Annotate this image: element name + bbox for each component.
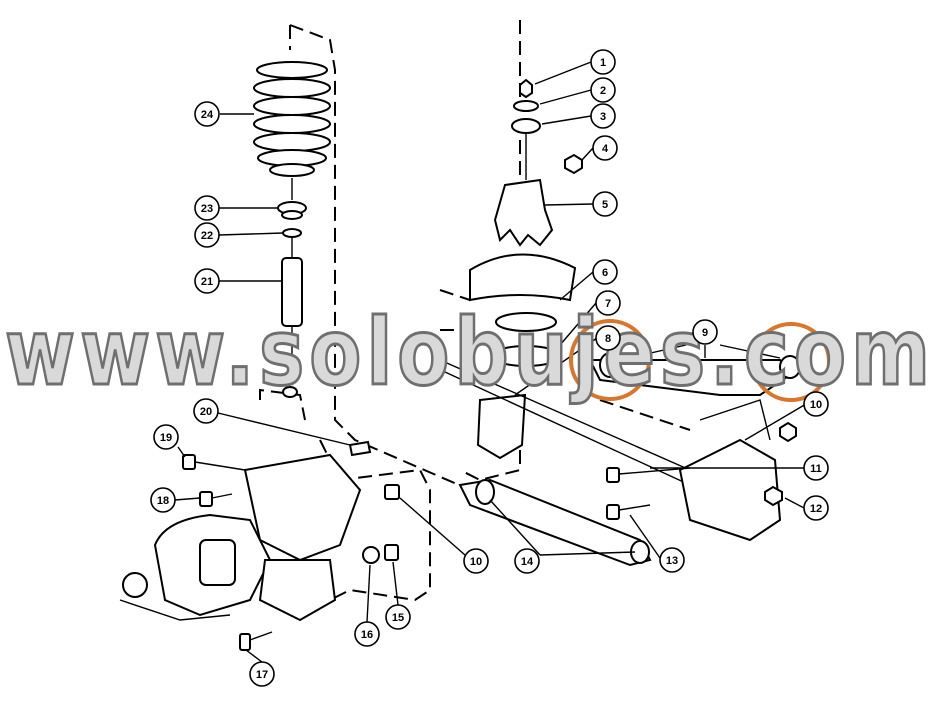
callout-circle [249,661,275,687]
callout-number: 10 [810,399,822,411]
callout-11: 11 [803,455,829,481]
callout-circle [153,424,179,450]
callout-circle [803,391,829,417]
callout-3: 3 [590,103,616,129]
callout-18: 18 [150,487,176,513]
watermark-text: www.solobujes.com [5,299,935,406]
callout-13: 13 [659,547,685,573]
callout-number: 10 [470,556,482,568]
callout-number: 21 [201,276,213,288]
callout-circle [590,49,616,75]
callout-circle [194,195,220,221]
callout-circle [514,548,540,574]
callout-number: 1 [600,57,606,69]
callout-number: 5 [602,199,608,211]
callout-6: 6 [592,259,618,285]
callout-circle [595,325,621,351]
lower-control-arm [458,478,652,567]
track-bar [439,359,691,486]
callout-circle [194,222,220,248]
callout-number: 23 [201,203,213,215]
callout-circle [592,135,618,161]
callout-circle [592,259,618,285]
callout-15: 15 [385,604,411,630]
callout-number: 2 [600,85,606,97]
highlight-circles [569,319,831,402]
callout-23: 23 [194,195,220,221]
dashed-frame-outline [259,20,691,602]
highlight-circle-left-bushing [569,319,651,401]
highlight-circle-right-bushing [751,322,831,402]
callout-circle [803,455,829,481]
callout-circle [194,268,220,294]
callout-circle [590,103,616,129]
callout-number: 15 [392,612,404,624]
callout-number: 12 [810,503,822,515]
frame-bracket [678,399,782,542]
upper-control-arm [588,352,801,396]
callout-22: 22 [194,222,220,248]
axle-housing [119,453,362,622]
callout-5: 5 [592,191,618,217]
callout-9: 9 [692,319,718,345]
callout-circle [193,398,219,424]
callout-number: 11 [810,463,822,475]
callout-8: 8 [595,325,621,351]
callout-circle [595,290,621,316]
fasteners [182,421,797,651]
callout-number: 4 [602,143,609,155]
callout-number: 20 [200,406,212,418]
callout-19: 19 [153,424,179,450]
callout-17: 17 [249,661,275,687]
callout-7: 7 [595,290,621,316]
coil-spring [253,61,331,200]
callout-10: 10 [463,548,489,574]
callout-2: 2 [590,77,616,103]
callout-24: 24 [194,101,220,127]
callout-20: 20 [193,398,219,424]
callout-number: 17 [256,669,268,681]
upper-mount-assembly [469,78,583,460]
shock-absorber [277,201,307,398]
callout-circle [659,547,685,573]
callout-1: 1 [590,49,616,75]
callout-circle [463,548,489,574]
callout-number: 6 [602,267,608,279]
callout-14: 14 [514,548,540,574]
callout-number: 3 [600,111,606,123]
callout-circle [592,191,618,217]
callout-number: 14 [521,556,534,568]
callout-circle [590,77,616,103]
callout-circle [385,604,411,630]
callout-circle [194,101,220,127]
callout-number: 19 [160,432,172,444]
callout-circle [692,319,718,345]
callout-circle [354,621,380,647]
callout-number: 18 [157,495,169,507]
callout-number: 24 [201,109,214,121]
callout-10: 10 [803,391,829,417]
leader-lines [174,61,807,663]
callout-4: 4 [592,135,618,161]
callout-circle [150,487,176,513]
callout-circle [803,495,829,521]
callout-number: 16 [361,629,373,641]
callout-16: 16 [354,621,380,647]
callout-21: 21 [194,268,220,294]
callout-12: 12 [803,495,829,521]
callout-number: 22 [201,230,213,242]
callout-number: 9 [702,327,708,339]
callout-number: 8 [605,333,611,345]
callout-number: 7 [605,298,611,310]
callout-number: 13 [666,555,678,567]
